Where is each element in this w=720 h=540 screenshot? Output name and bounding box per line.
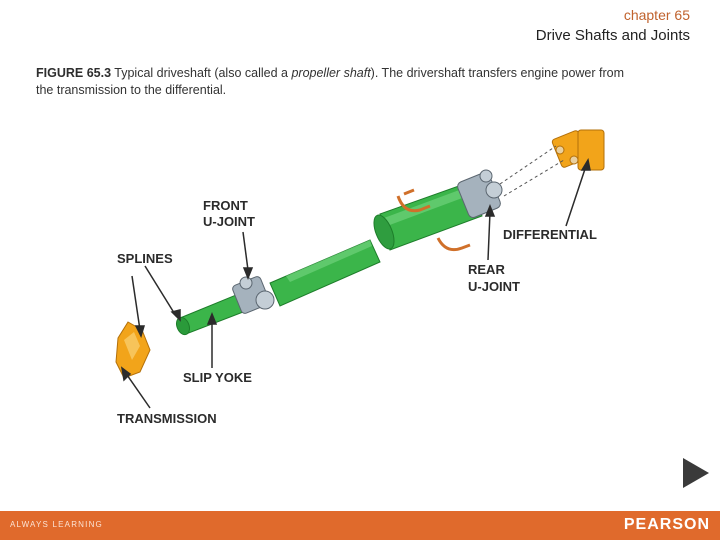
transmission-housing xyxy=(116,322,150,378)
dashed-bolt-lines xyxy=(500,146,564,196)
label-differential: DIFFERENTIAL xyxy=(503,227,597,242)
label-splines: SPLINES xyxy=(117,251,173,266)
label-front-ujoint-2: U-JOINT xyxy=(203,214,255,229)
differential-yoke xyxy=(551,130,604,170)
label-slip-yoke: SLIP YOKE xyxy=(183,370,252,385)
label-front-ujoint-1: FRONT xyxy=(203,198,248,213)
next-arrow-icon[interactable] xyxy=(683,458,709,488)
footer-bar: ALWAYS LEARNING PEARSON xyxy=(0,511,720,540)
driveshaft-tube xyxy=(270,182,482,306)
pearson-logo: PEARSON xyxy=(624,516,710,534)
footer-tagline: ALWAYS LEARNING xyxy=(10,520,103,529)
label-rear-ujoint-1: REAR xyxy=(468,262,505,277)
label-transmission: TRANSMISSION xyxy=(117,411,217,426)
label-rear-ujoint-2: U-JOINT xyxy=(468,279,520,294)
